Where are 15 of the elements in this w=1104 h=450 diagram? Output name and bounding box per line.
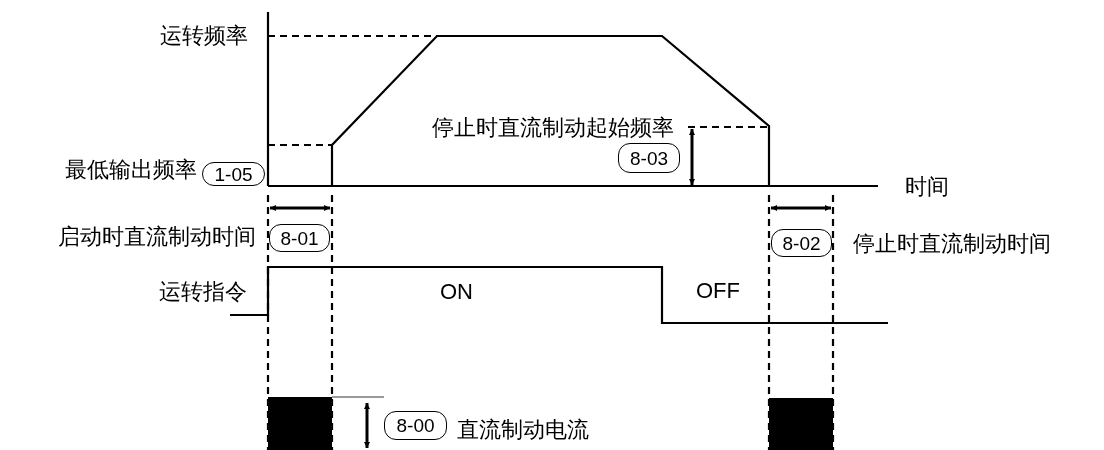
parameter-label: 启动时直流制动时间: [58, 226, 256, 248]
state-label: OFF: [696, 280, 740, 302]
level-label: 停止时直流制动起始频率: [432, 117, 674, 139]
parameter-box: 8-00: [384, 411, 447, 440]
parameter-box: 8-01: [269, 224, 330, 252]
parameter-label: 停止时直流制动时间: [853, 233, 1051, 255]
axis-label: 时间: [905, 176, 949, 198]
parameter-box: 8-02: [771, 229, 832, 257]
signal-label: 运转指令: [159, 281, 247, 303]
parameter-box: 8-03: [618, 143, 680, 173]
parameter-label: 最低输出频率: [65, 159, 197, 181]
parameter-box: 1-05: [202, 162, 265, 186]
parameter-label: 直流制动电流: [457, 419, 589, 441]
axis-label: 运转频率: [160, 25, 248, 47]
state-label: ON: [440, 281, 473, 303]
